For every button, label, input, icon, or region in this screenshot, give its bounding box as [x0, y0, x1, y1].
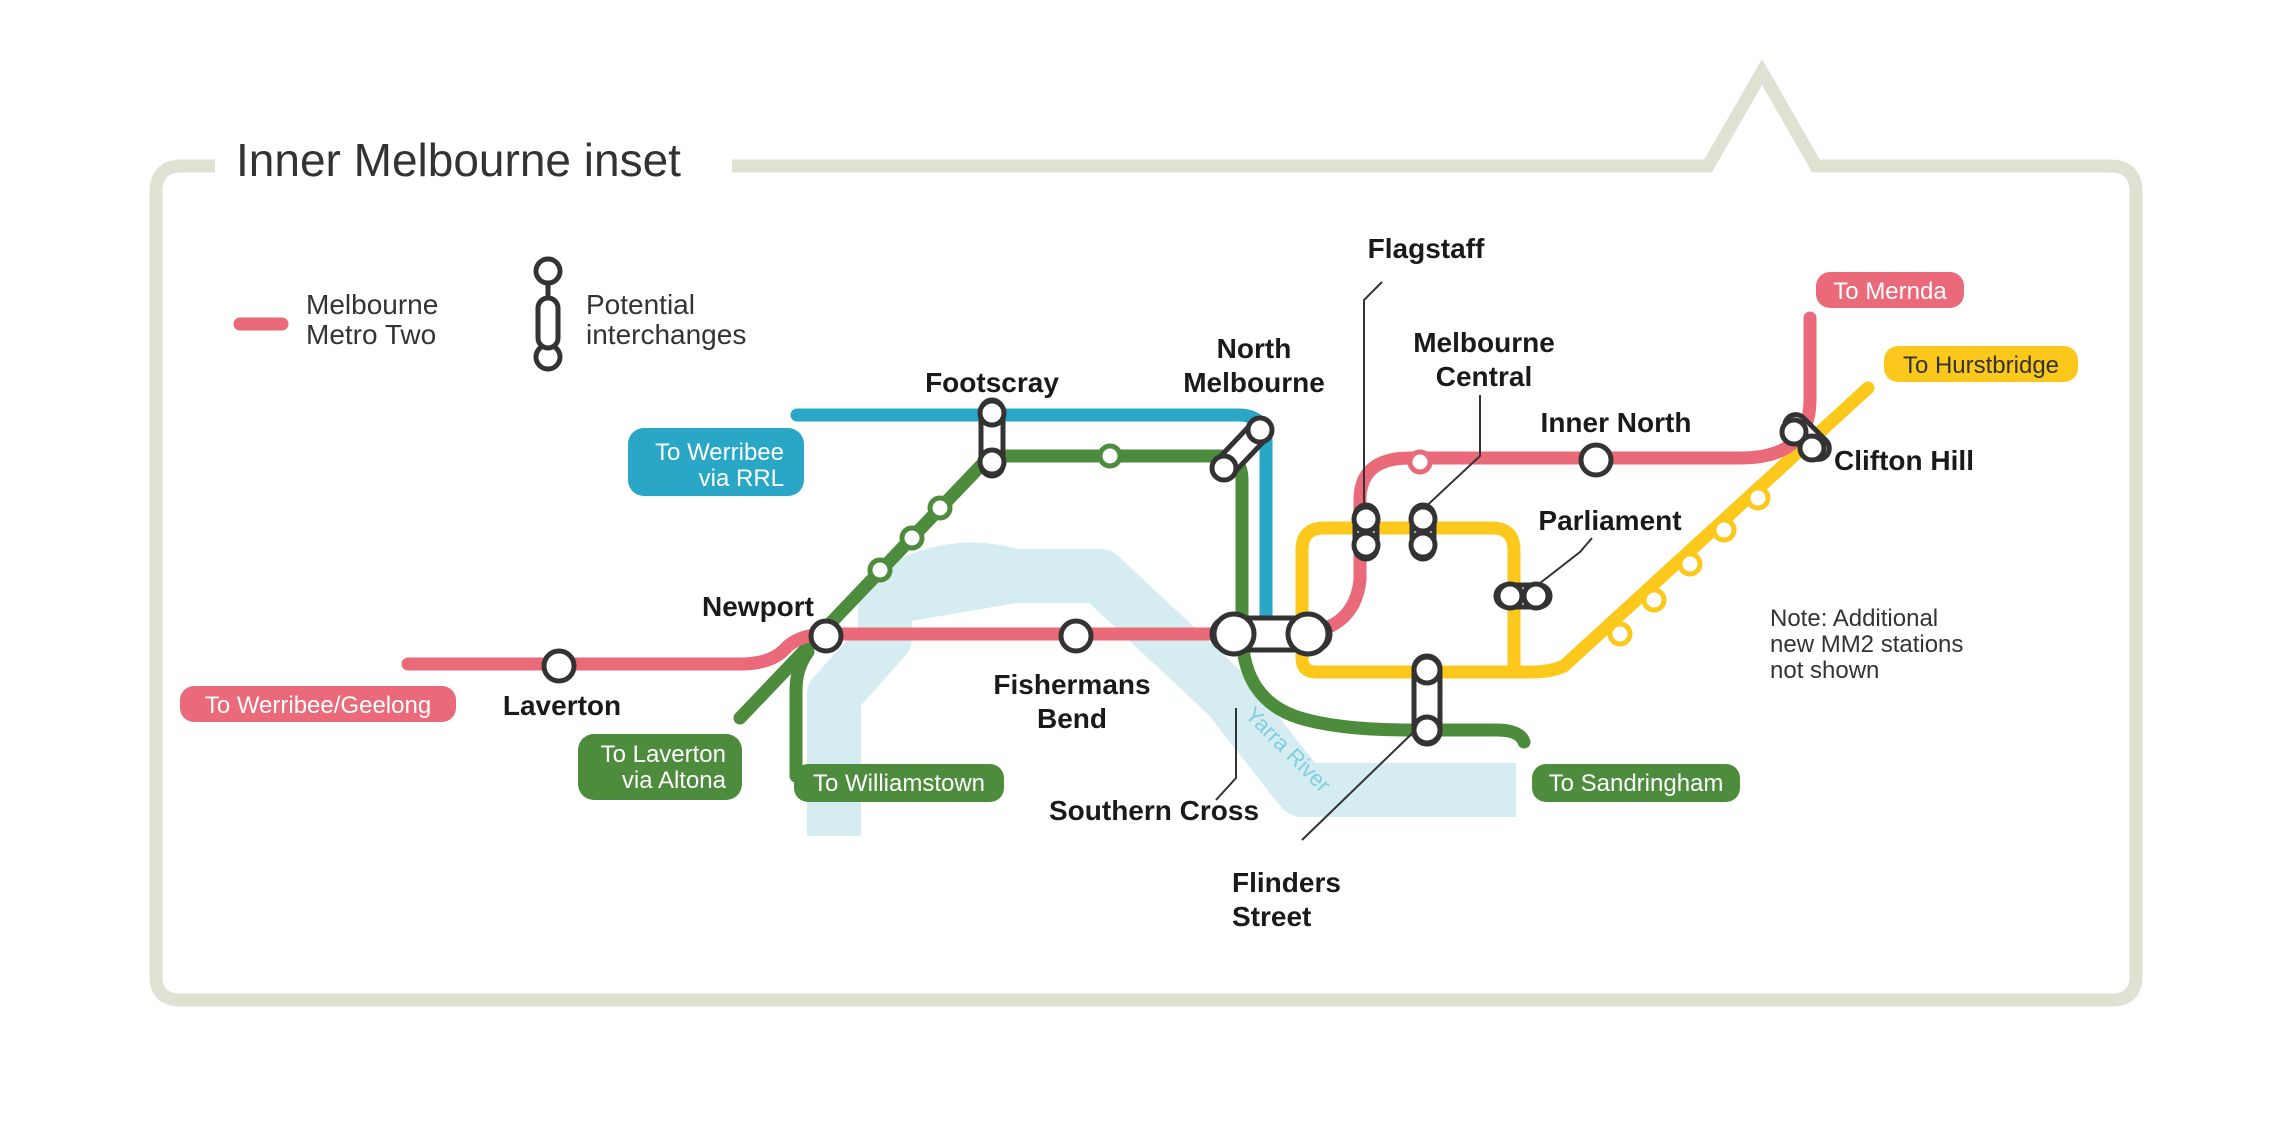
dest-werribee-rrl-label-2: via RRL [699, 465, 784, 492]
dest-mernda-label: To Mernda [1833, 278, 1947, 305]
station-dot-yellow-4 [1641, 587, 1667, 613]
station-dot-yellow-2 [1711, 517, 1737, 543]
station-melbourne-central-label-2: Central [1436, 361, 1532, 392]
station-dot-yellow-5 [1607, 621, 1633, 647]
legend-interchange-label: Potential [586, 289, 695, 320]
legend-mm2-label: Melbourne [306, 289, 438, 320]
station-laverton-label: Laverton [503, 690, 621, 721]
dest-williamstown-label: To Williamstown [813, 770, 985, 797]
station-fishermans-bend-marker [1058, 618, 1094, 654]
station-dot-green-1 [1097, 443, 1123, 469]
dest-werribee-geelong-pill [180, 686, 456, 722]
yarra-river-bend [858, 542, 1041, 625]
legend-interchange-link [535, 295, 561, 351]
station-fishermans-bend-label-2: Bend [1037, 703, 1107, 734]
station-dot-yellow-1 [1745, 485, 1771, 511]
dest-laverton-altona-pill [578, 734, 742, 800]
dest-williamstown-pill [794, 764, 1004, 802]
legend-interchange-label-2: interchanges [586, 319, 746, 350]
interchanges [977, 397, 1832, 747]
station-dot-green-2 [867, 557, 893, 583]
small-stations [867, 443, 1771, 647]
yellow-line [1295, 381, 1875, 679]
station-footscray-label: Footscray [925, 367, 1059, 398]
station-newport-label: Newport [702, 591, 814, 622]
dest-sandringham-pill [1532, 764, 1740, 802]
dest-laverton-altona-label-2: via Altona [622, 767, 727, 794]
station-north-melbourne-label: North [1217, 333, 1292, 364]
dest-laverton-altona-label: To Laverton [601, 741, 726, 768]
station-clifton-hill-label: Clifton Hill [1834, 445, 1974, 476]
dest-sandringham-label: To Sandringham [1549, 770, 1724, 797]
station-dot-red-1 [1407, 449, 1433, 475]
dest-werribee-geelong-label: To Werribee/Geelong [205, 692, 431, 719]
station-melbourne-central-label: Melbourne [1413, 327, 1555, 358]
dest-werribee-rrl-label: To Werribee [655, 439, 784, 466]
note-line-3: not shown [1770, 657, 1879, 684]
station-newport-marker [808, 618, 844, 654]
green-line-williamstown [789, 645, 815, 783]
note-line-1: Note: Additional [1770, 605, 1938, 632]
station-flinders-street-label: Flinders [1232, 867, 1341, 898]
station-flinders-street-label-2: Street [1232, 901, 1311, 932]
dest-hurstbridge-pill [1884, 346, 2078, 382]
station-laverton-marker [541, 648, 577, 684]
dest-hurstbridge-label: To Hurstbridge [1903, 352, 2059, 379]
inset-title: Inner Melbourne inset [236, 134, 681, 186]
station-inner-north-label: Inner North [1541, 407, 1692, 438]
station-dot-green-3 [899, 525, 925, 551]
station-north-melbourne-label-2: Melbourne [1183, 367, 1325, 398]
station-fishermans-bend-label: Fishermans [993, 669, 1150, 700]
dest-mernda-pill [1816, 272, 1964, 308]
station-flagstaff-label: Flagstaff [1368, 233, 1485, 264]
note-line-2: new MM2 stations [1770, 631, 1963, 658]
station-southern-cross-label: Southern Cross [1049, 795, 1259, 826]
station-dot-green-4 [927, 495, 953, 521]
leader-lines [1215, 281, 1593, 841]
station-inner-north-marker [1578, 442, 1614, 478]
major-stations [541, 442, 1614, 684]
mm2-line [401, 311, 1817, 671]
inset-frame [149, 58, 2143, 1007]
dest-werribee-rrl-pill [628, 428, 804, 496]
legend-mm2-label-2: Metro Two [306, 319, 436, 350]
station-dot-yellow-3 [1677, 551, 1703, 577]
station-parliament-label: Parliament [1538, 505, 1681, 536]
